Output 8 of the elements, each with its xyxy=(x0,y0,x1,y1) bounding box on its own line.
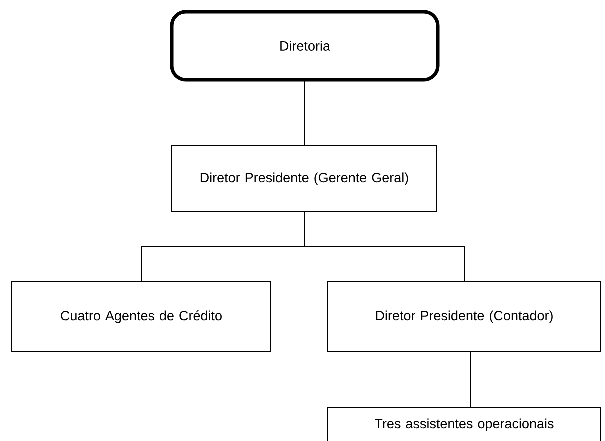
connector-line xyxy=(304,212,465,282)
org-box: Cuatro Agentes de Crédito xyxy=(12,281,272,352)
rounded-box: Diretoria xyxy=(170,10,440,82)
org-box: Diretor Presidente (Contador) xyxy=(328,281,602,352)
connector-line xyxy=(304,80,306,146)
connector-line xyxy=(470,351,472,408)
org-box: Tres assistentes operacionais xyxy=(328,407,602,441)
org-box: Diretor Presidente (Gerente Geral) xyxy=(172,146,438,212)
